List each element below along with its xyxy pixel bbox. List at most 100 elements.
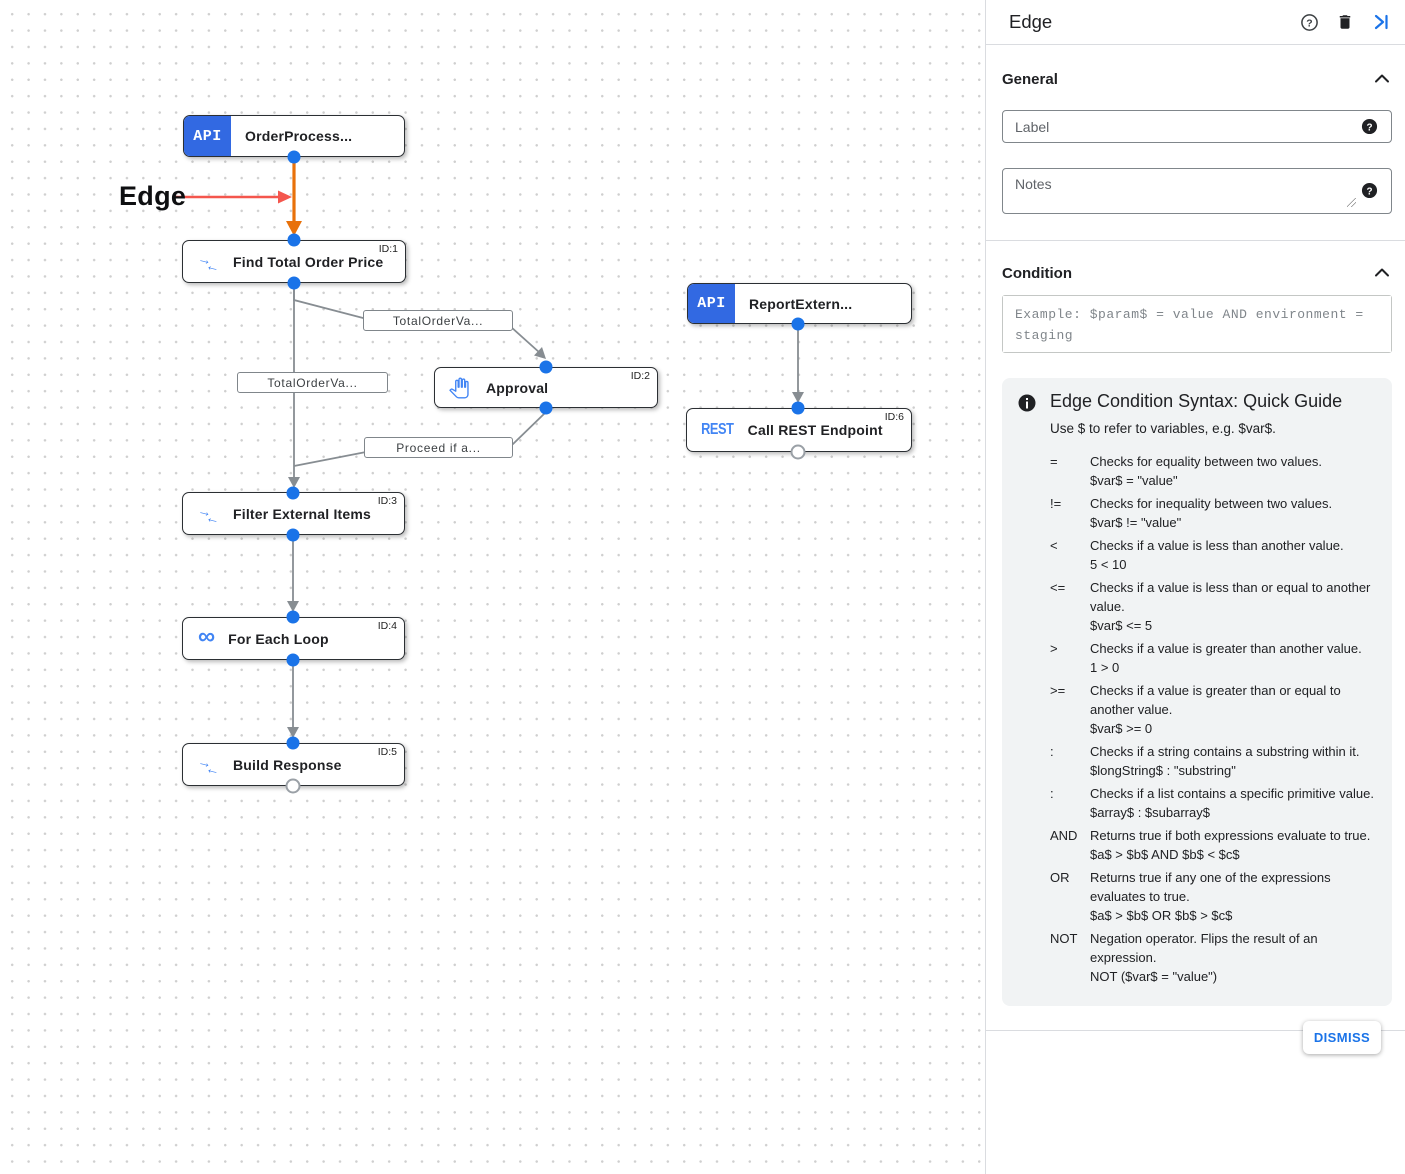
guide-row: <= Checks if a value is less than or equ…: [1050, 578, 1374, 635]
condition-section: Condition Edge Condition Syntax: Quick G…: [986, 241, 1405, 1006]
guide-operator: AND: [1050, 828, 1078, 843]
svg-text:?: ?: [1306, 18, 1312, 29]
section-divider: [986, 240, 1405, 241]
guide-desc: Checks if a string contains a substring …: [1090, 744, 1360, 759]
data-mapping-icon: →←: [196, 752, 222, 778]
guide-operator: >: [1050, 641, 1058, 656]
node-build-response[interactable]: ID:5 →← Build Response: [182, 743, 405, 786]
guide-row: AND Returns true if both expressions eva…: [1050, 826, 1374, 864]
node-approval[interactable]: ID:2 Approval: [434, 367, 658, 408]
condition-input[interactable]: [1003, 296, 1391, 352]
for-each-loop-infinity-icon: ∞: [198, 623, 216, 650]
node-id-label: ID:2: [630, 370, 650, 382]
edge-annotation-text: Edge: [119, 181, 187, 211]
guide-desc: Checks for inequality between two values…: [1090, 496, 1333, 511]
notes-help-icon[interactable]: ?: [1361, 182, 1378, 199]
guide-example: 1 > 0: [1090, 660, 1120, 675]
guide-row: < Checks if a value is less than another…: [1050, 536, 1374, 574]
condition-heading: Condition: [1002, 264, 1072, 282]
data-mapping-icon: →←: [196, 249, 222, 275]
guide-operator: <=: [1050, 580, 1066, 595]
node-title: ReportExtern...: [749, 295, 853, 312]
guide-desc: Checks if a list contains a specific pri…: [1090, 786, 1374, 801]
guide-desc: Returns true if both expressions evaluat…: [1090, 828, 1371, 843]
guide-example: $var$ != "value": [1090, 515, 1182, 530]
edge-selected-orderprocess-to-find[interactable]: [286, 157, 302, 236]
guide-operator: :: [1050, 786, 1054, 801]
node-title: Find Total Order Price: [233, 253, 384, 270]
guide-desc: Negation operator. Flips the result of a…: [1090, 931, 1318, 965]
guide-row: != Checks for inequality between two val…: [1050, 494, 1374, 532]
api-trigger-badge: API: [688, 284, 735, 323]
api-trigger-badge: API: [184, 116, 231, 156]
guide-row: OR Returns true if any one of the expres…: [1050, 868, 1374, 925]
dismiss-button[interactable]: DISMISS: [1303, 1021, 1381, 1054]
guide-row: : Checks if a string contains a substrin…: [1050, 742, 1374, 780]
svg-text:?: ?: [1366, 186, 1372, 197]
edge-label-proceed-if[interactable]: Proceed if a...: [364, 437, 513, 458]
guide-row: = Checks for equality between two values…: [1050, 452, 1374, 490]
notes-input[interactable]: [1002, 168, 1392, 214]
collapse-condition-icon[interactable]: [1374, 264, 1390, 282]
guide-example: 5 < 10: [1090, 557, 1127, 572]
edge-label-total-order-2[interactable]: TotalOrderVa...: [237, 372, 388, 393]
guide-desc: Checks for equality between two values.: [1090, 454, 1322, 469]
guide-operator: >=: [1050, 683, 1066, 698]
guide-row: > Checks if a value is greater than anot…: [1050, 639, 1374, 677]
guide-example: NOT ($var$ = "value"): [1090, 969, 1218, 984]
guide-example: $var$ = "value": [1090, 473, 1178, 488]
node-order-process-trigger[interactable]: API OrderProcess...: [183, 115, 405, 157]
guide-intro: Use $ to refer to variables, e.g. $var$.: [1050, 421, 1276, 436]
guide-content: Edge Condition Syntax: Quick Guide Use $…: [1050, 391, 1374, 990]
node-title: For Each Loop: [228, 630, 329, 647]
footer-divider: [986, 1030, 1405, 1031]
panel-footer: DISMISS: [986, 1021, 1405, 1054]
guide-example: $var$ <= 5: [1090, 618, 1153, 633]
node-title: OrderProcess...: [245, 128, 353, 144]
rest-badge: REST: [701, 421, 734, 438]
node-title: Call REST Endpoint: [747, 422, 883, 438]
edge-config-panel: Edge ? General: [985, 0, 1405, 1174]
guide-desc: Checks if a value is greater than or equ…: [1090, 683, 1341, 717]
node-filter-external-items[interactable]: ID:3 →← Filter External Items: [182, 492, 405, 535]
general-section: General ? ?: [986, 45, 1405, 214]
delete-icon[interactable]: [1335, 12, 1355, 32]
collapse-panel-icon[interactable]: [1371, 12, 1391, 32]
label-help-icon[interactable]: ?: [1361, 118, 1378, 135]
guide-example: $var$ >= 0: [1090, 721, 1153, 736]
api-badge-text: API: [697, 295, 726, 312]
node-for-each-loop[interactable]: ID:4 ∞ For Each Loop: [182, 617, 405, 660]
guide-desc: Checks if a value is less than or equal …: [1090, 580, 1371, 614]
flow-canvas[interactable]: API OrderProcess... ID:1 →← Find Total O…: [0, 0, 985, 1174]
edge-label-text: TotalOrderVa...: [392, 313, 484, 328]
guide-operator: :: [1050, 744, 1054, 759]
panel-header: Edge ?: [986, 0, 1405, 45]
edge-label-total-order-1[interactable]: TotalOrderVa...: [363, 310, 513, 331]
guide-desc: Returns true if any one of the expressio…: [1090, 870, 1331, 904]
dismiss-label: DISMISS: [1313, 1030, 1371, 1045]
node-id-label: ID:4: [377, 620, 397, 632]
node-report-extern-trigger[interactable]: API ReportExtern...: [687, 283, 912, 324]
node-call-rest-endpoint[interactable]: ID:6 REST Call REST Endpoint: [686, 408, 912, 452]
edge-label-text: Proceed if a...: [396, 440, 481, 455]
node-find-total-order-price[interactable]: ID:1 →← Find Total Order Price: [182, 240, 406, 283]
help-icon[interactable]: ?: [1299, 12, 1319, 32]
node-id-label: ID:1: [378, 243, 398, 255]
guide-operator: NOT: [1050, 931, 1078, 946]
node-id-label: ID:5: [377, 746, 397, 758]
node-title: Approval: [486, 379, 549, 396]
annotation-arrow: [173, 190, 292, 204]
guide-example: $longString$ : "substring": [1090, 763, 1236, 778]
label-input[interactable]: [1002, 110, 1392, 143]
svg-text:?: ?: [1366, 122, 1372, 133]
guide-operator: <: [1050, 538, 1058, 553]
guide-example: $array$ : $subarray$: [1090, 805, 1210, 820]
api-badge-text: API: [193, 127, 222, 145]
edge-label-text: TotalOrderVa...: [267, 375, 358, 390]
node-title: Build Response: [233, 756, 342, 773]
flow-edges: [173, 150, 806, 794]
guide-operator: !=: [1050, 496, 1062, 511]
collapse-general-icon[interactable]: [1374, 70, 1390, 88]
guide-desc: Checks if a value is greater than anothe…: [1090, 641, 1362, 656]
